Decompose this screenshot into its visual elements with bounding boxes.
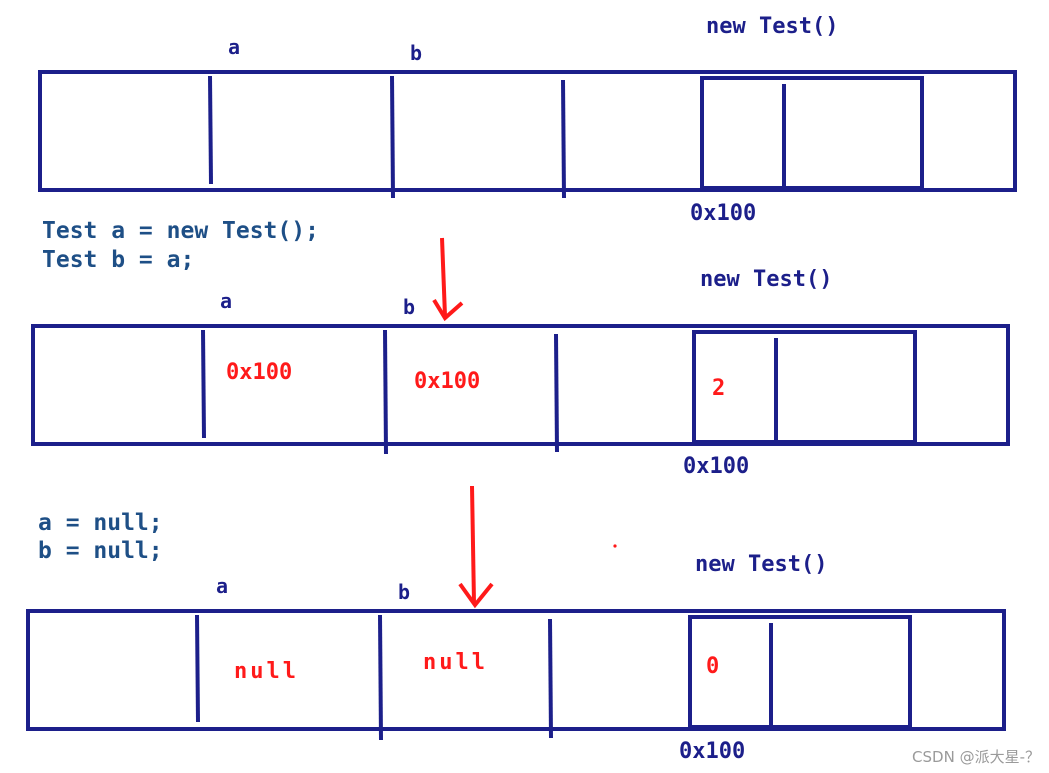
panel-2-object-count: 2 — [712, 376, 725, 401]
panel-1-object-box — [700, 76, 924, 190]
panel-3-memory-bar — [26, 609, 1006, 731]
panel-2-address-label: 0x100 — [683, 454, 749, 479]
code-step1-line-2: Test b = a; — [42, 247, 194, 273]
panel-2-object-box — [692, 330, 917, 444]
stray-dot — [613, 544, 617, 548]
panel-1-object-label: new Test() — [706, 14, 838, 39]
code-step2-line-2: b = null; — [38, 538, 163, 564]
panel-3-divider — [195, 614, 200, 723]
panel-2-memory-bar — [31, 324, 1010, 446]
code-step1-line-1: Test a = new Test(); — [42, 218, 319, 244]
panel-2-divider — [201, 329, 206, 439]
panel-2: new Test() a b 0x100 0x100 2 0x100 — [31, 267, 1010, 479]
panel-3-label-a: a — [216, 574, 228, 598]
watermark: CSDN @派大星-？ — [912, 748, 1040, 766]
panel-3-cell-a-value: null — [234, 659, 299, 684]
panel-3: new Test() a b null null 0 0x100 — [26, 552, 1006, 764]
panel-1-memory-bar — [38, 70, 1017, 192]
panel-1: new Test() a b 0x100 — [38, 14, 1017, 226]
panel-1-divider — [561, 79, 566, 199]
panel-3-cell-b-value: null — [423, 650, 488, 675]
arrow-down-icon — [432, 237, 464, 322]
panel-1-divider — [208, 75, 213, 185]
panel-2-label-a: a — [220, 289, 232, 313]
panel-3-object-box — [688, 615, 912, 729]
arrow-down-icon — [458, 485, 494, 609]
panel-1-divider — [390, 75, 395, 199]
panel-2-cell-b-value: 0x100 — [414, 369, 480, 394]
panel-2-object-label: new Test() — [700, 267, 832, 292]
panel-2-divider — [554, 333, 559, 453]
panel-3-divider — [548, 618, 553, 739]
code-step2-line-1: a = null; — [38, 510, 163, 536]
panel-1-label-a: a — [228, 35, 240, 59]
panel-1-address-label: 0x100 — [690, 201, 756, 226]
panel-2-divider — [383, 329, 388, 455]
panel-3-label-b: b — [398, 580, 410, 604]
panel-2-label-b: b — [403, 295, 415, 319]
panel-3-divider — [378, 614, 383, 741]
panel-3-object-count: 0 — [706, 654, 719, 679]
panel-3-address-label: 0x100 — [679, 739, 745, 764]
panel-3-object-label: new Test() — [695, 552, 827, 577]
panel-1-label-b: b — [410, 41, 422, 65]
panel-2-cell-a-value: 0x100 — [226, 360, 292, 385]
